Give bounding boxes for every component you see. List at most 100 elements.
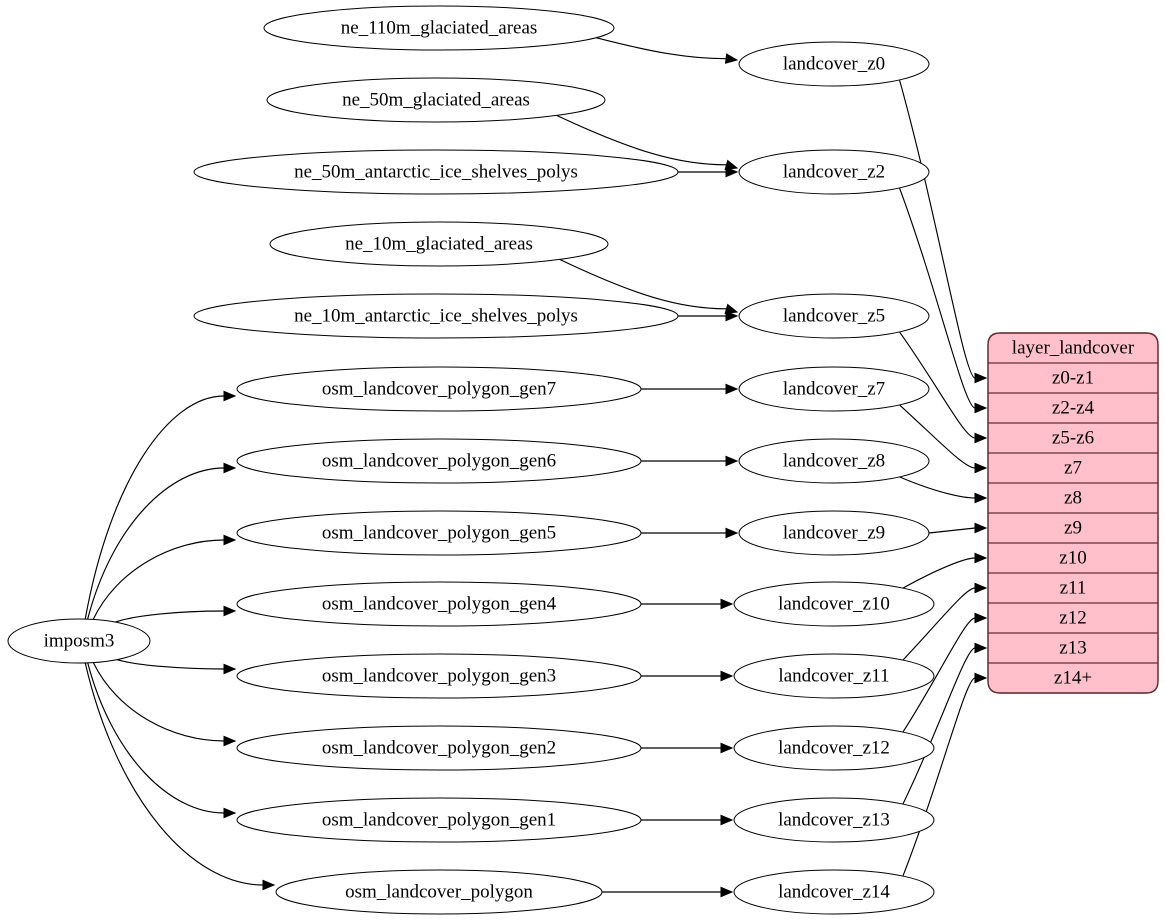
node-label-landcover_z0: landcover_z0: [783, 53, 885, 74]
edge-arrowhead: [974, 462, 988, 474]
node-osm_landcover_polygon[interactable]: osm_landcover_polygon: [275, 869, 603, 915]
edge-imposm3-to-osm_landcover_polygon_gen3: [116, 659, 225, 670]
node-ellipse-ne_50m_antarctic_ice_shelves_polys: [193, 149, 679, 195]
edge-arrowhead: [974, 372, 988, 384]
layer-table-row-z0-z1[interactable]: z0-z1: [1052, 367, 1094, 388]
edge-arrowhead: [974, 402, 988, 414]
layer-table-row-z10[interactable]: z10: [1059, 547, 1086, 568]
node-ellipse-osm_landcover_polygon_gen5: [236, 510, 642, 556]
layer-table-row-z12[interactable]: z12: [1059, 607, 1086, 628]
node-landcover_z10[interactable]: landcover_z10: [733, 581, 935, 627]
node-landcover_z9[interactable]: landcover_z9: [738, 510, 930, 556]
node-osm_landcover_polygon_gen2[interactable]: osm_landcover_polygon_gen2: [236, 725, 642, 771]
node-label-osm_landcover_polygon_gen6: osm_landcover_polygon_gen6: [322, 450, 556, 471]
edge-arrowhead: [725, 527, 739, 539]
edge-arrowhead: [974, 492, 988, 504]
layer-table-header: layer_landcover: [1012, 337, 1135, 358]
edge-arrowhead: [974, 612, 988, 624]
node-ellipse-landcover_z7: [738, 366, 930, 412]
edge-landcover_z0-to-layer-row-0: [898, 79, 976, 379]
edge-imposm3-to-osm_landcover_polygon_gen1: [87, 662, 225, 814]
node-ellipse-ne_10m_antarctic_ice_shelves_polys: [193, 293, 679, 339]
node-label-landcover_z14: landcover_z14: [778, 881, 890, 902]
node-label-osm_landcover_polygon: osm_landcover_polygon: [345, 881, 533, 902]
edge-arrowhead: [974, 672, 988, 684]
edge-arrowhead: [720, 742, 734, 754]
node-label-osm_landcover_polygon_gen2: osm_landcover_polygon_gen2: [322, 737, 556, 758]
node-ellipse-landcover_z8: [738, 438, 930, 484]
layer-table-outline: [987, 332, 1159, 694]
edge-ne_110m_glaciated_areas-to-landcover_z0: [595, 37, 727, 60]
layer-table-row-z7[interactable]: z7: [1064, 457, 1082, 478]
node-ne_10m_glaciated_areas[interactable]: ne_10m_glaciated_areas: [269, 221, 609, 267]
edge-landcover_z14-to-layer-row-10: [902, 677, 976, 877]
edge-imposm3-to-osm_landcover_polygon_gen4: [115, 610, 225, 623]
edge-arrowhead: [724, 303, 739, 314]
layer-table-row-z14+[interactable]: z14+: [1054, 667, 1092, 688]
layer-table-row-z11[interactable]: z11: [1060, 577, 1087, 598]
node-landcover_z5[interactable]: landcover_z5: [738, 293, 930, 339]
node-osm_landcover_polygon_gen5[interactable]: osm_landcover_polygon_gen5: [236, 510, 642, 556]
edge-arrowhead: [974, 522, 988, 534]
node-landcover_z8[interactable]: landcover_z8: [738, 438, 930, 484]
node-ellipse-landcover_z13: [733, 797, 935, 843]
node-landcover_z7[interactable]: landcover_z7: [738, 366, 930, 412]
edge-arrowhead: [223, 605, 237, 617]
node-label-ne_50m_antarctic_ice_shelves_polys: ne_50m_antarctic_ice_shelves_polys: [294, 161, 578, 182]
edge-landcover_z12-to-layer-row-8: [902, 617, 976, 733]
edge-arrowhead: [974, 552, 988, 564]
edge-arrowhead: [974, 432, 988, 444]
edge-arrowhead: [223, 462, 237, 474]
node-ellipse-ne_110m_glaciated_areas: [263, 5, 615, 51]
node-label-osm_landcover_polygon_gen7: osm_landcover_polygon_gen7: [322, 378, 556, 399]
node-landcover_z11[interactable]: landcover_z11: [733, 653, 935, 699]
node-label-landcover_z8: landcover_z8: [783, 450, 885, 471]
node-osm_landcover_polygon_gen1[interactable]: osm_landcover_polygon_gen1: [236, 797, 642, 843]
edge-imposm3-to-osm_landcover_polygon_gen7: [84, 395, 225, 620]
layer-table-row-z2-z4[interactable]: z2-z4: [1052, 397, 1095, 418]
node-landcover_z13[interactable]: landcover_z13: [733, 797, 935, 843]
nodes-layer: imposm3 ne_110m_glaciated_areas ne_50m_gla…: [7, 5, 935, 915]
node-ne_50m_antarctic_ice_shelves_polys[interactable]: ne_50m_antarctic_ice_shelves_polys: [193, 149, 679, 195]
layer-landcover-table: layer_landcover z0-z1 z2-z4 z5-z6 z7 z8 z9 z10 z…: [987, 332, 1159, 694]
node-ne_50m_glaciated_areas[interactable]: ne_50m_glaciated_areas: [266, 77, 606, 123]
node-imposm3[interactable]: imposm3: [7, 618, 151, 664]
node-ne_10m_antarctic_ice_shelves_polys[interactable]: ne_10m_antarctic_ice_shelves_polys: [193, 293, 679, 339]
edge-arrowhead: [725, 166, 739, 178]
node-osm_landcover_polygon_gen7[interactable]: osm_landcover_polygon_gen7: [236, 366, 642, 412]
node-ne_110m_glaciated_areas[interactable]: ne_110m_glaciated_areas: [263, 5, 615, 51]
layer-table-row-z9[interactable]: z9: [1064, 517, 1082, 538]
node-osm_landcover_polygon_gen4[interactable]: osm_landcover_polygon_gen4: [236, 581, 642, 627]
layer-table-row-z13[interactable]: z13: [1059, 637, 1086, 658]
node-ellipse-ne_10m_glaciated_areas: [269, 221, 609, 267]
layer-table-row-z8[interactable]: z8: [1064, 487, 1082, 508]
node-osm_landcover_polygon_gen6[interactable]: osm_landcover_polygon_gen6: [236, 438, 642, 484]
edge-arrowhead: [974, 642, 988, 654]
node-osm_landcover_polygon_gen3[interactable]: osm_landcover_polygon_gen3: [236, 653, 642, 699]
node-ellipse-landcover_z11: [733, 653, 935, 699]
node-landcover_z0[interactable]: landcover_z0: [738, 41, 930, 87]
node-label-landcover_z10: landcover_z10: [778, 593, 890, 614]
node-landcover_z14[interactable]: landcover_z14: [733, 869, 935, 915]
edge-landcover_z11-to-layer-row-7: [902, 587, 976, 661]
node-landcover_z2[interactable]: landcover_z2: [738, 149, 930, 195]
edge-landcover_z8-to-layer-row-4: [899, 476, 976, 499]
edge-arrowhead: [223, 807, 237, 819]
node-ellipse-osm_landcover_polygon_gen1: [236, 797, 642, 843]
edge-arrowhead: [720, 886, 734, 898]
node-ellipse-osm_landcover_polygon_gen3: [236, 653, 642, 699]
layer-table-row-z5-z6[interactable]: z5-z6: [1052, 427, 1094, 448]
node-ellipse-landcover_z2: [738, 149, 930, 195]
edge-landcover_z7-to-layer-row-3: [899, 404, 976, 469]
node-landcover_z12[interactable]: landcover_z12: [733, 725, 935, 771]
node-ellipse-landcover_z0: [738, 41, 930, 87]
edge-landcover_z5-to-layer-row-2: [899, 331, 976, 439]
node-label-landcover_z2: landcover_z2: [783, 161, 885, 182]
node-ellipse-landcover_z12: [733, 725, 935, 771]
edge-arrowhead: [223, 663, 237, 675]
node-ellipse-osm_landcover_polygon_gen2: [236, 725, 642, 771]
node-ellipse-osm_landcover_polygon_gen6: [236, 438, 642, 484]
edge-arrowhead: [725, 310, 739, 322]
